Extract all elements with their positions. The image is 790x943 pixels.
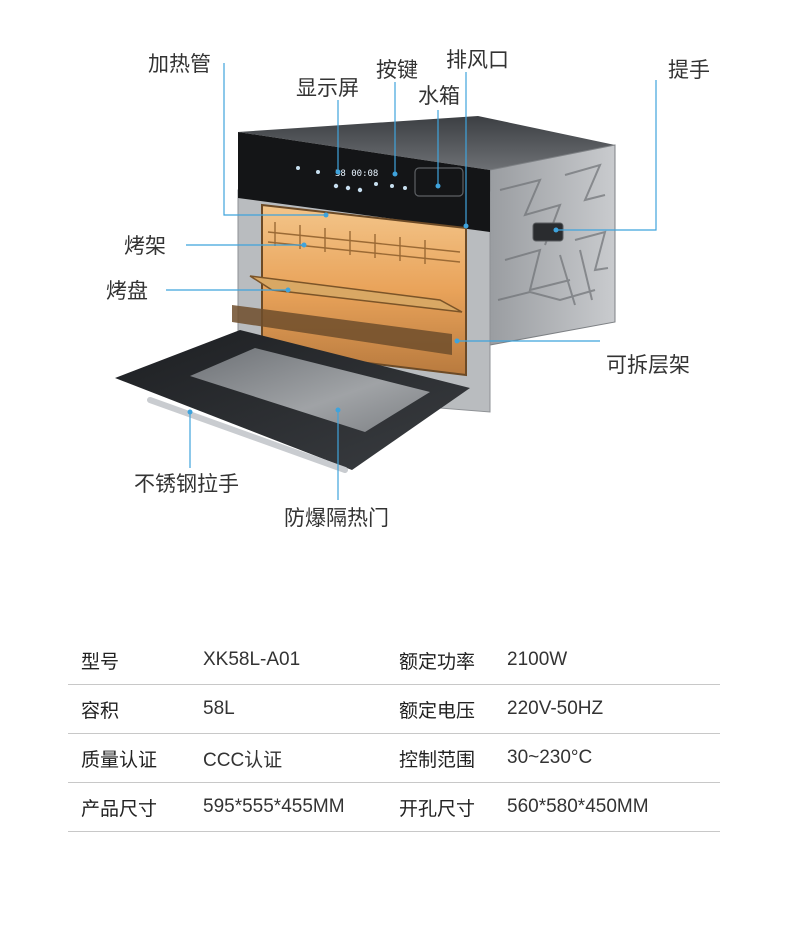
label-removable-rack: 可拆层架 (606, 353, 690, 377)
spec-key: 开孔尺寸 (399, 782, 507, 832)
spec-key: 额定功率 (399, 636, 507, 685)
spec-value: 30~230°C (507, 733, 720, 783)
control-panel (238, 132, 490, 232)
door-glass (190, 348, 430, 432)
spec-value: CCC认证 (203, 733, 399, 783)
label-buttons: 按键 (376, 58, 418, 82)
pull-out-rack (232, 305, 452, 355)
table-row: 质量认证 CCC认证 控制范围 30~230°C (68, 733, 720, 783)
label-door: 防爆隔热门 (284, 506, 389, 530)
label-display: 显示屏 (296, 76, 359, 100)
spec-key: 产品尺寸 (68, 782, 203, 832)
baking-tray (249, 275, 463, 313)
label-tray: 烤盘 (106, 279, 148, 303)
spec-value: 560*580*450MM (507, 782, 720, 832)
spec-value: 595*555*455MM (203, 782, 399, 832)
side-pattern (497, 163, 609, 306)
spec-key: 控制范围 (399, 733, 507, 783)
leader-dots (187, 169, 559, 415)
door-handle-bar (147, 397, 348, 473)
spec-key: 额定电压 (399, 684, 507, 734)
spec-value: 58L (203, 684, 399, 734)
spec-value: XK58L-A01 (203, 636, 399, 685)
spec-key: 容积 (68, 684, 203, 734)
spec-key: 型号 (68, 636, 203, 685)
oven-diagram: 38 00:08 (115, 63, 657, 500)
label-exhaust: 排风口 (446, 48, 509, 72)
display-readout: 38 00:08 (335, 169, 378, 179)
touch-buttons (296, 166, 407, 193)
leader-lines (166, 63, 657, 500)
spec-key: 质量认证 (68, 733, 203, 783)
table-row: 型号 XK58L-A01 额定功率 2100W (68, 636, 720, 685)
table-row: 产品尺寸 595*555*455MM 开孔尺寸 560*580*450MM (68, 782, 720, 832)
side-handle-recess (532, 222, 564, 242)
label-steel-handle: 不锈钢拉手 (134, 472, 239, 496)
label-handle: 提手 (668, 58, 710, 82)
oven-top (238, 116, 615, 170)
label-heating-tube: 加热管 (148, 52, 211, 76)
water-tank-window (414, 167, 464, 197)
spec-value: 220V-50HZ (507, 684, 720, 734)
spec-value: 2100W (507, 636, 720, 685)
table-row: 容积 58L 额定电压 220V-50HZ (68, 684, 720, 734)
label-rack: 烤架 (124, 234, 166, 258)
label-water-tank: 水箱 (418, 84, 460, 108)
spec-table: 型号 XK58L-A01 额定功率 2100W 容积 58L 额定电压 220V… (68, 636, 720, 832)
